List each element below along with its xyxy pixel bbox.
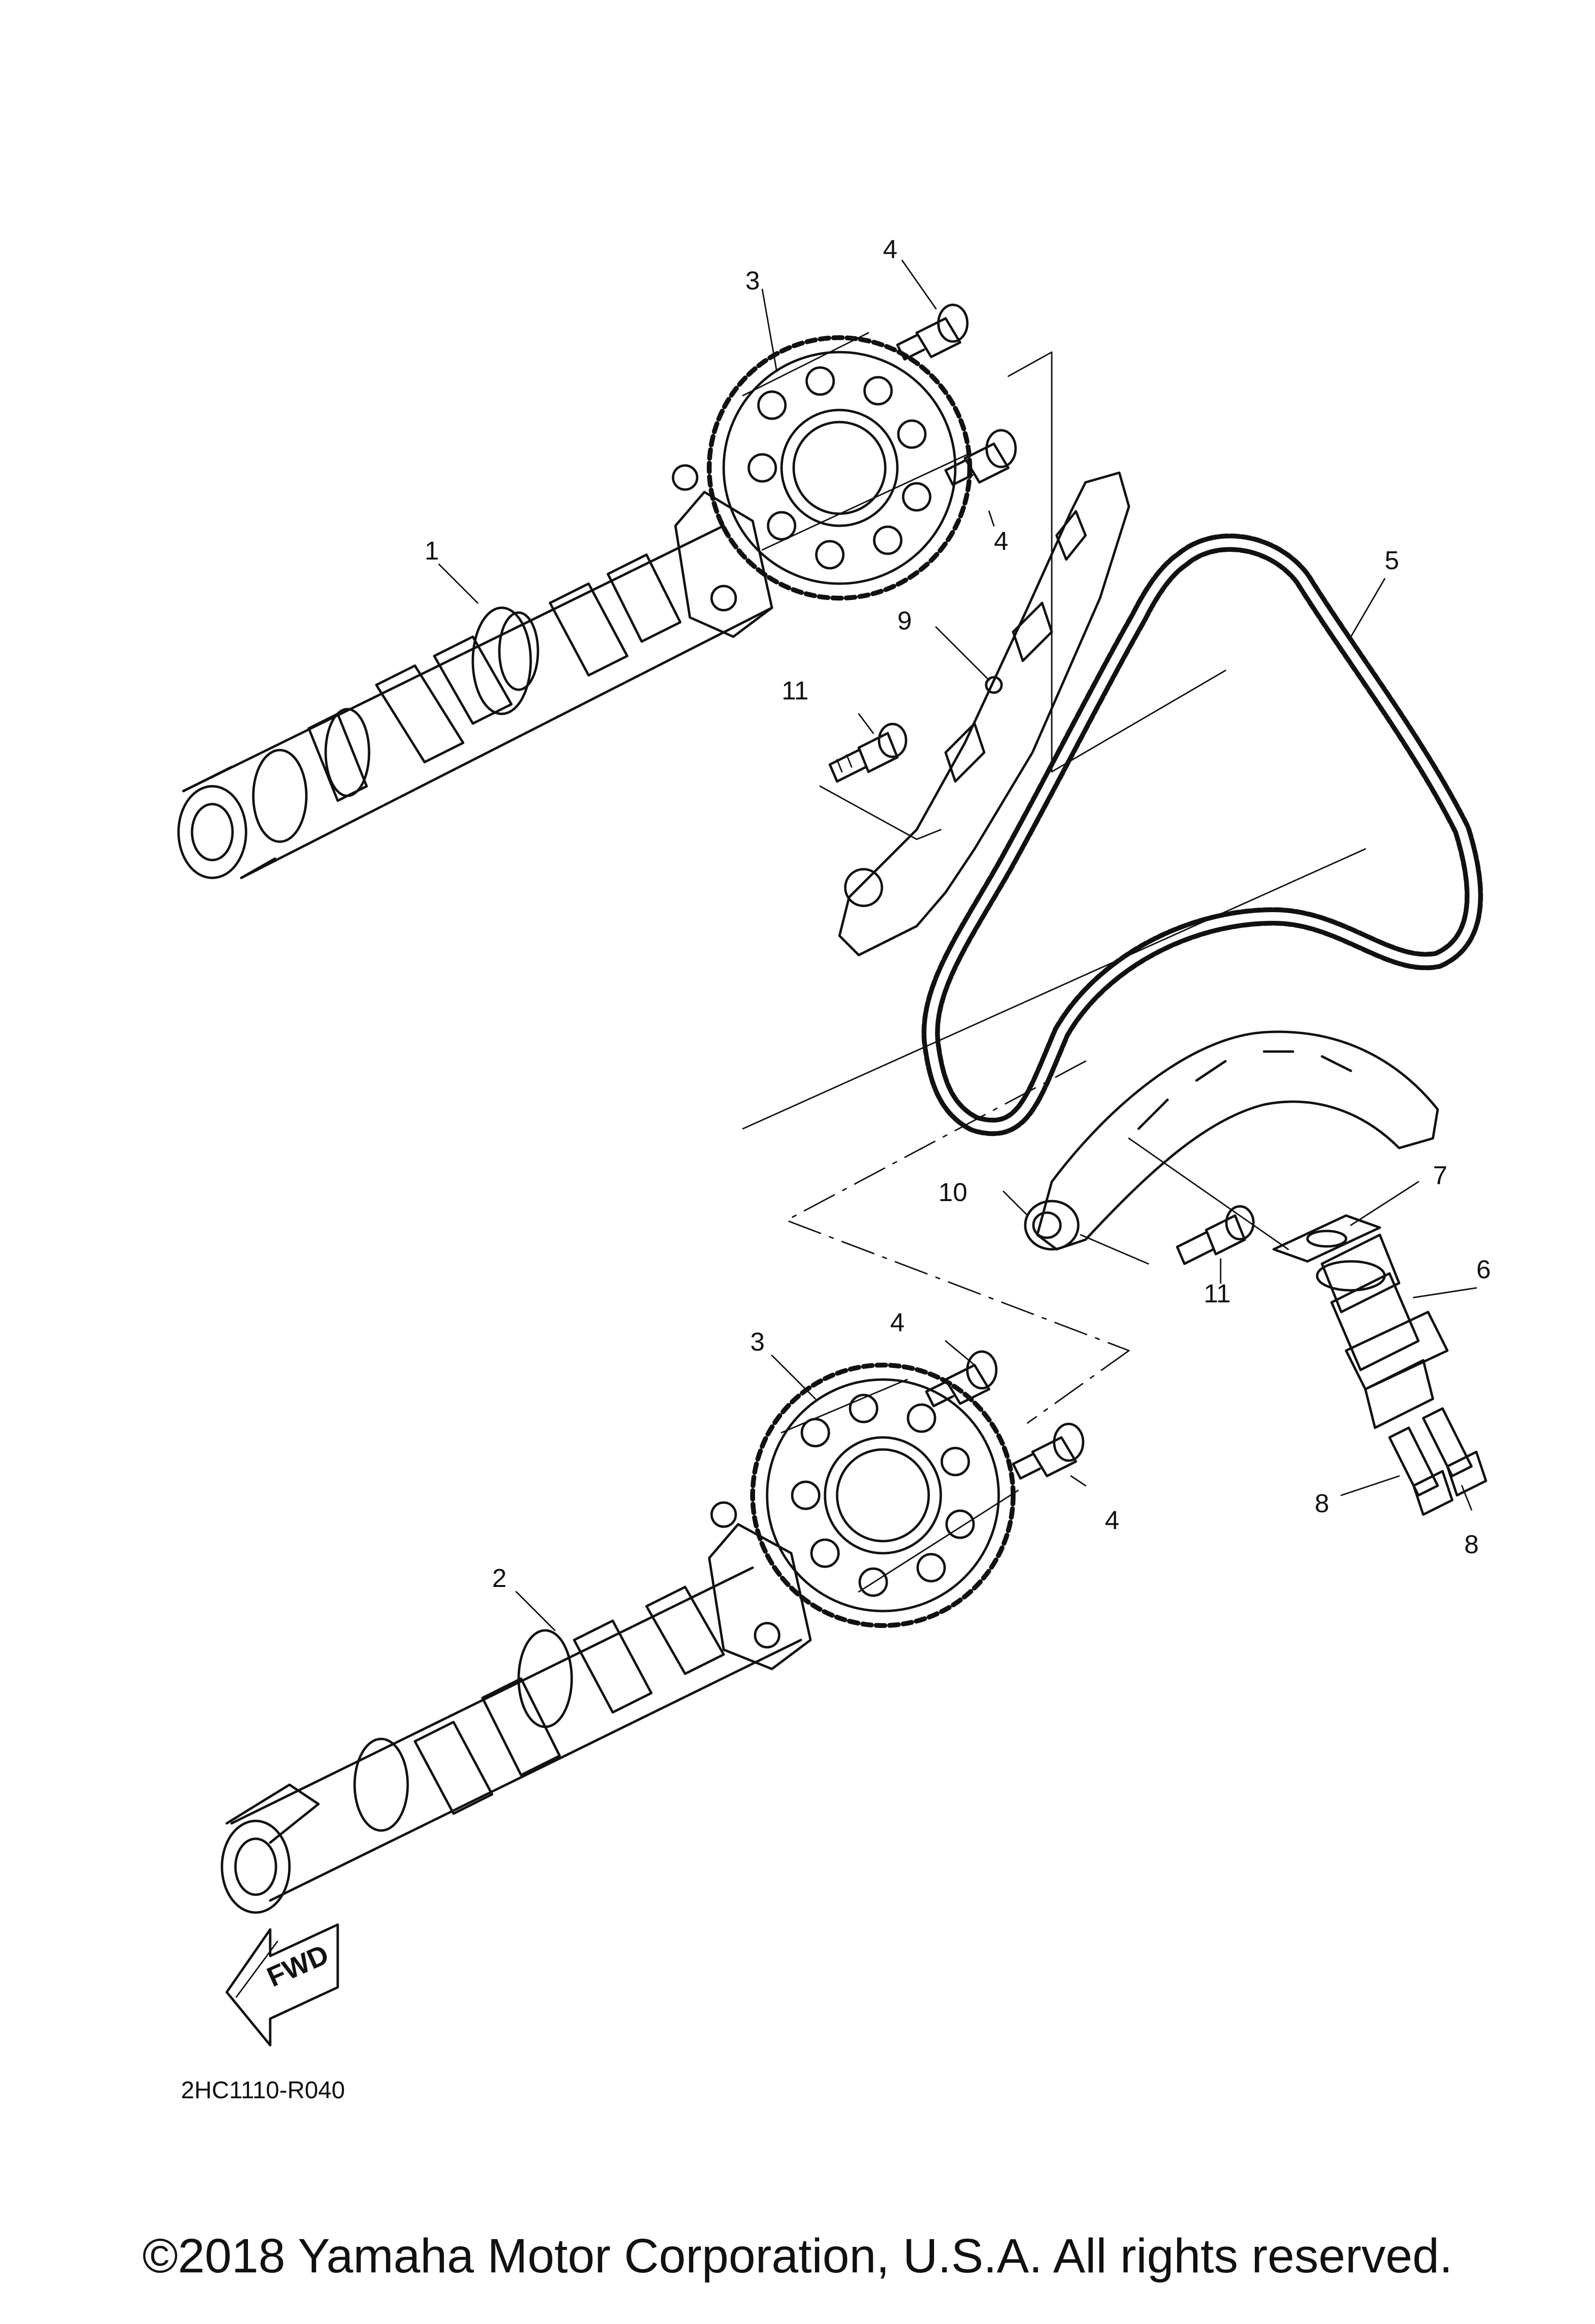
upper-sprocket-bolt-b [944,429,1017,486]
callout-3-top: 3 [745,266,760,295]
callout-4-b: 4 [994,527,1008,556]
assembly-reference-lines [742,332,1366,1593]
lower-sprocket-bolt-b [1012,1422,1085,1480]
chain-guide-bolt-b [1176,1205,1255,1265]
upper-sprocket-bolt-a [896,303,969,361]
callout-4-a: 4 [883,235,897,264]
callout-4-c: 4 [890,1308,905,1337]
callout-2: 2 [492,1564,507,1593]
tensioner-chain-guide [1024,1030,1439,1251]
tensioner-bolt-b [1422,1407,1487,1497]
callout-8-b: 8 [1464,1530,1479,1559]
timing-chain [921,533,1483,1136]
fwd-arrow-icon [225,1923,339,2047]
tensioner-bolt-a [1388,1426,1454,1516]
callout-5: 5 [1385,546,1399,575]
diagram-code: 2HC1110-R040 [181,2077,345,2104]
chain-tensioner [1316,1233,1449,1429]
callout-numbers: 1 2 3 3 4 4 4 4 5 6 7 8 8 9 10 11 11 [425,235,1491,1593]
tensioner-gasket [1272,1214,1381,1263]
lower-sprocket-bolt-a [925,1350,998,1408]
copyright-notice: ©2018 Yamaha Motor Corporation, U.S.A. A… [142,2229,1453,2283]
callout-6: 6 [1476,1255,1491,1284]
chain-guide-bolt-a [828,723,908,783]
callout-1: 1 [425,536,439,565]
callout-9: 9 [897,606,912,635]
callout-7: 7 [1433,1161,1447,1190]
upper-chain-guide [838,471,1130,957]
lower-camshaft [220,1501,812,1914]
upper-cam-sprocket [707,335,972,601]
callout-leader-lines [438,260,1477,1631]
callout-4-d: 4 [1105,1506,1119,1535]
callout-8-a: 8 [1315,1489,1329,1518]
callout-11-a: 11 [782,676,809,705]
lower-cam-sprocket [750,1363,1016,1628]
upper-camshaft [177,464,773,879]
callout-11-b: 11 [1204,1279,1231,1308]
callout-3-bottom: 3 [750,1327,765,1356]
callout-10: 10 [938,1178,967,1207]
